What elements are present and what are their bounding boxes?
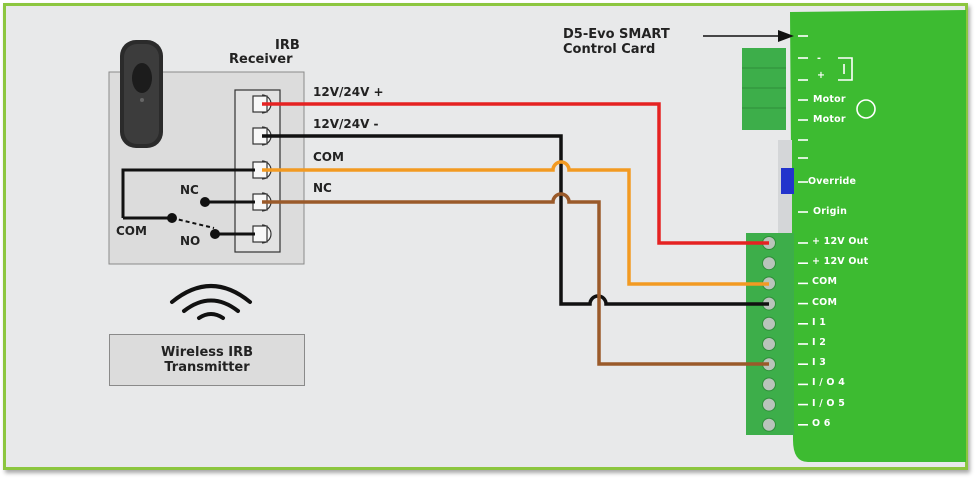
card-top-connector <box>742 48 786 130</box>
card-terminal-label: I 2 <box>812 337 827 348</box>
card-terminal-pin-8 <box>762 377 776 392</box>
relay-wiring <box>121 168 255 236</box>
relay-label-no: NO <box>180 234 201 248</box>
control-card-subtitle: Control Card <box>563 42 656 57</box>
orange-wire <box>262 160 769 286</box>
override-button-blue <box>781 168 794 194</box>
wireless-transmitter-box: Wireless IRB Transmitter <box>109 334 305 386</box>
card-terminal-label: I 1 <box>812 316 827 328</box>
card-label-origin: Origin <box>813 206 848 217</box>
wire-label-nc: NC <box>313 181 332 195</box>
card-terminal-label: + 12V Out <box>812 256 869 268</box>
wireless-signal-icon <box>170 284 252 320</box>
card-terminal-label: O 6 <box>812 417 831 429</box>
wire-label-com: COM <box>313 150 344 164</box>
card-label-minus: - <box>817 53 822 64</box>
card-terminal-label: I / O 4 <box>812 377 846 389</box>
black-wire <box>262 134 769 306</box>
card-terminal-label: I / O 5 <box>812 397 846 409</box>
card-label-motor-1: Motor <box>813 94 846 105</box>
relay-label-com: COM <box>116 224 147 238</box>
control-card-board <box>790 10 966 462</box>
control-card-title: D5-Evo SMART <box>563 27 670 42</box>
card-terminal-label: COM <box>812 296 838 308</box>
red-wire <box>262 102 769 245</box>
card-label-motor-2: Motor <box>813 114 846 125</box>
receiver-terminals <box>252 94 272 244</box>
brown-wire <box>262 192 769 366</box>
receiver-subtitle: Receiver <box>229 52 293 67</box>
card-terminal-pin-2 <box>762 256 776 271</box>
card-label-plus: + <box>817 70 826 81</box>
relay-label-nc: NC <box>180 183 199 197</box>
card-terminal-pin-10 <box>762 417 776 432</box>
transmitter-line1: Wireless IRB <box>160 345 254 360</box>
card-terminal-pin-9 <box>762 397 776 412</box>
card-label-override: Override <box>808 176 857 187</box>
wire-label-v-minus: 12V/24V - <box>313 117 379 131</box>
card-terminal-pin-5 <box>762 316 776 331</box>
card-terminal-label: + 12V Out <box>812 236 869 247</box>
card-upper-markings <box>798 35 876 213</box>
receiver-terminal-5 <box>252 224 272 244</box>
card-terminal-label: I 3 <box>812 357 827 369</box>
transmitter-line2: Transmitter <box>164 360 250 375</box>
wire-label-v-plus: 12V/24V + <box>313 85 384 99</box>
top-connector-ridges <box>742 67 786 109</box>
terminal-ticks <box>798 242 808 426</box>
card-terminal-label: COM <box>812 276 838 288</box>
card-pointer-arrowhead <box>778 30 794 42</box>
card-terminal-pin-6 <box>762 337 776 351</box>
remote-control-device <box>120 40 163 148</box>
relay-switch-arm <box>171 217 215 229</box>
receiver-title: IRB <box>275 38 300 53</box>
